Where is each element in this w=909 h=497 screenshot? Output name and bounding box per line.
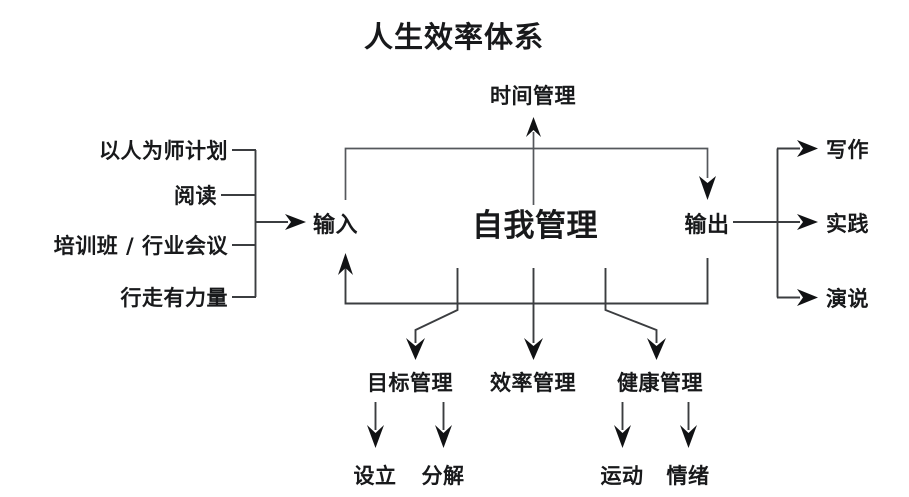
mgmt-arrowhead-3 bbox=[647, 338, 666, 360]
input-item-label-2: 阅读 bbox=[174, 184, 217, 208]
leaf-label-health-2: 情绪 bbox=[667, 464, 710, 488]
mgmt-branch-line-3 bbox=[604, 268, 658, 343]
leaf-arrowhead-goal-1 bbox=[367, 425, 384, 448]
node-time-management: 时间管理 bbox=[490, 84, 576, 108]
node-output: 输出 bbox=[684, 212, 729, 238]
management-label-1: 目标管理 bbox=[367, 371, 453, 395]
output-down-arrowhead bbox=[699, 176, 716, 200]
node-center: 自我管理 bbox=[472, 208, 598, 244]
management-label-3: 健康管理 bbox=[617, 371, 703, 395]
leaf-label-goal-1: 设立 bbox=[354, 464, 397, 488]
input-item-label-1: 以人为师计划 bbox=[99, 139, 228, 163]
input-item-label-3: 培训班 / 行业会议 bbox=[54, 234, 229, 258]
top-rail bbox=[344, 147, 709, 200]
output-arrowhead-3 bbox=[797, 289, 818, 306]
leaf-arrowhead-health-2 bbox=[680, 425, 697, 448]
output-item-label-3: 演说 bbox=[826, 287, 869, 311]
mgmt-arrowhead-2 bbox=[524, 338, 543, 360]
bottom-rail bbox=[344, 258, 709, 305]
leaf-arrowhead-goal-2 bbox=[435, 425, 452, 448]
page-title: 人生效率体系 bbox=[364, 20, 544, 54]
output-item-label-1: 写作 bbox=[826, 138, 869, 162]
leaf-label-goal-2: 分解 bbox=[422, 464, 465, 488]
mgmt-branch-line-1 bbox=[414, 268, 459, 343]
bottom-rail-arrowhead bbox=[338, 253, 353, 275]
time-mgmt-arrowhead bbox=[526, 117, 541, 137]
input-item-label-4: 行走有力量 bbox=[120, 286, 229, 310]
management-label-2: 效率管理 bbox=[490, 371, 576, 395]
leaf-arrowhead-health-1 bbox=[614, 425, 631, 448]
output-item-label-2: 实践 bbox=[826, 212, 869, 236]
input-merge-arrowhead bbox=[285, 214, 306, 230]
mgmt-arrowhead-1 bbox=[406, 338, 425, 360]
leaf-label-health-1: 运动 bbox=[601, 464, 644, 488]
node-input: 输入 bbox=[313, 212, 358, 238]
output-arrowhead-1 bbox=[797, 140, 818, 157]
output-arrowhead-2 bbox=[797, 214, 818, 230]
